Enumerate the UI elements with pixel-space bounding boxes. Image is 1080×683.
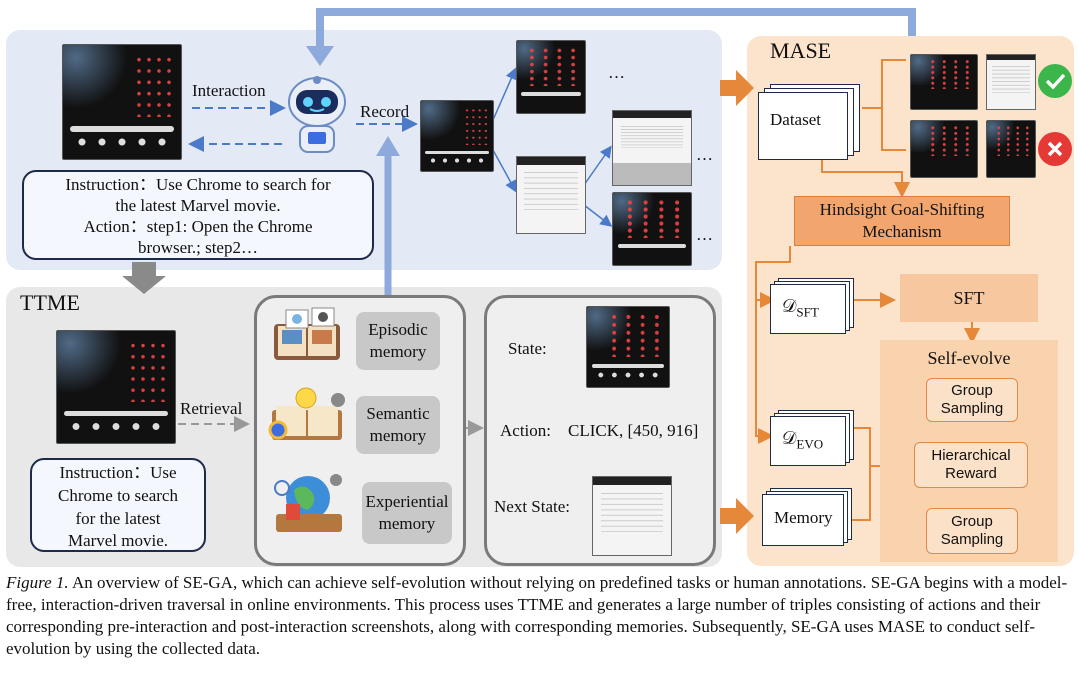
sampling-line: Sampling	[940, 531, 1004, 548]
next-state-label: Next State:	[494, 497, 571, 516]
ellipsis-2: …	[696, 145, 713, 164]
instruction-line: Chrome to search	[58, 486, 178, 505]
group-line: Group	[951, 513, 993, 530]
retrieval-label: Retrieval	[180, 399, 243, 418]
photo-album-icon	[274, 307, 340, 360]
dataset-doc: Dataset	[758, 84, 862, 160]
home-screen-shot	[62, 44, 182, 160]
d-sft-doc: 𝒟SFT	[770, 278, 854, 336]
mase-shot-2a	[910, 120, 978, 178]
memory-doc: Memory	[762, 488, 852, 548]
book-lightbulb-icon	[268, 387, 345, 440]
memory-name: Episodic	[368, 320, 428, 339]
cross-icon	[1038, 132, 1072, 166]
memory-word: memory	[378, 514, 436, 533]
memory-name: Experiential	[365, 492, 449, 511]
instruction-line: Instruction：Use	[59, 463, 177, 482]
instruction-action-box: Instruction：Use Chrome to search for the…	[22, 170, 374, 260]
tree-node-screen-2	[516, 156, 586, 234]
ttme-home-screen-shot	[56, 330, 176, 444]
reward-line: Reward	[945, 465, 997, 482]
hierarchical-line: Hierarchical	[931, 447, 1011, 464]
group-line: Group	[951, 382, 993, 399]
action-line: Action：step1: Open the Chrome	[83, 217, 313, 236]
hindsight-line: Hindsight Goal-Shifting	[819, 200, 985, 219]
ellipsis-3: …	[696, 225, 713, 244]
check-icon	[1038, 64, 1072, 98]
mase-title: MASE	[770, 38, 832, 63]
mase-shot-1a	[910, 54, 978, 110]
instruction-line: Marvel movie.	[67, 531, 169, 550]
d-sft-label: 𝒟SFT	[782, 296, 819, 321]
robot-agent-icon	[288, 76, 346, 153]
d-evo-label: 𝒟EVO	[782, 428, 823, 453]
d-evo-sub: EVO	[796, 436, 824, 452]
instruction-line: the latest Marvel movie.	[115, 196, 281, 215]
instruction-line: Instruction：Use Chrome to search for	[65, 175, 331, 194]
action-value: CLICK, [450, 916]	[568, 421, 699, 440]
state-screen-shot	[586, 306, 670, 388]
feedback-arrow	[316, 8, 916, 50]
mase-shot-2b	[986, 120, 1036, 178]
memory-word: memory	[369, 426, 427, 445]
instruction-line: for the latest	[75, 509, 161, 528]
ttme-instruction-box: Instruction：Use Chrome to search for the…	[30, 458, 206, 552]
action-label: Action:	[500, 421, 551, 440]
dataset-label: Dataset	[770, 110, 821, 129]
experiential-memory-label: Experiential memory	[362, 482, 452, 544]
state-label: State:	[508, 339, 547, 358]
d-symbol: 𝒟	[782, 296, 797, 316]
memory-label: Memory	[774, 508, 833, 527]
d-sft-sub: SFT	[796, 304, 819, 320]
hindsight-goal-shifting-box: Hindsight Goal-Shifting Mechanism	[794, 196, 1010, 246]
self-evolve-title: Self-evolve	[927, 348, 1011, 368]
ellipsis-1: …	[608, 63, 625, 82]
action-line: browser.; step2…	[138, 238, 258, 257]
sampling-line: Sampling	[940, 400, 1004, 417]
memory-word: memory	[369, 342, 427, 361]
episodic-memory-label: Episodic memory	[356, 312, 440, 370]
hindsight-line: Mechanism	[862, 222, 942, 241]
memory-name: Semantic	[366, 404, 430, 423]
globe-science-icon	[274, 474, 342, 532]
next-state-screen-shot	[592, 476, 672, 556]
mase-shot-1b	[986, 54, 1036, 110]
ttme-title: TTME	[20, 290, 80, 315]
figure-caption: Figure 1. An overview of SE-GA, which ca…	[6, 572, 1076, 660]
d-symbol: 𝒟	[782, 428, 797, 448]
tree-node-screen-1	[516, 40, 586, 114]
semantic-memory-label: Semantic memory	[356, 396, 440, 454]
interaction-label: Interaction	[192, 81, 266, 100]
caption-label: Figure 1.	[6, 573, 69, 592]
tree-node-screen-4	[612, 192, 692, 266]
tree-node-screen-3	[612, 110, 692, 186]
d-evo-doc: 𝒟EVO	[770, 410, 854, 468]
caption-text: An overview of SE-GA, which can achieve …	[6, 573, 1068, 658]
sft-box: SFT	[900, 274, 1038, 322]
recorded-screen-shot	[420, 100, 494, 172]
record-label: Record	[360, 102, 410, 121]
